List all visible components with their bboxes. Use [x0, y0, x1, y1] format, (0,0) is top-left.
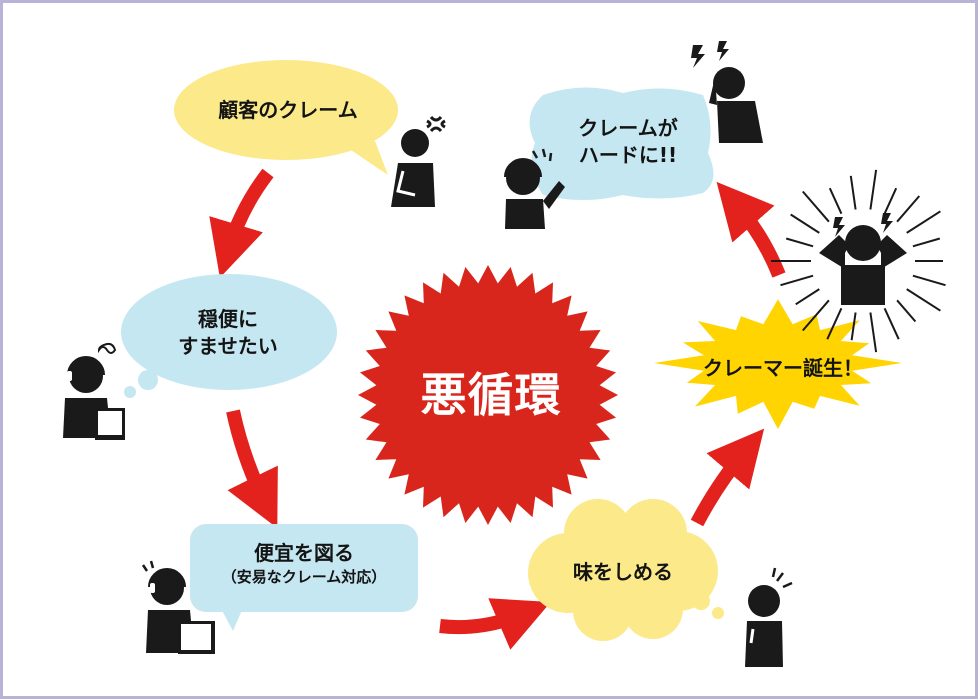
shock-lines-icon	[531, 148, 553, 162]
diagram-artwork	[63, 41, 946, 667]
step-sublabel-grant-favor: （安易なクレーム対応）	[221, 568, 387, 586]
worried-operator-figure	[63, 342, 125, 440]
step-label-claimer-born: クレーマー誕生！	[703, 356, 863, 380]
vicious-cycle-starburst	[358, 265, 618, 525]
shock-ray	[883, 307, 900, 340]
shock-ray	[906, 288, 941, 312]
shock-ray	[802, 299, 830, 332]
shock-ray	[906, 210, 941, 234]
shock-ray	[849, 175, 857, 210]
shock-lines-icon	[771, 169, 946, 353]
arrow-2-to-3	[226, 409, 278, 529]
shock-ray	[795, 288, 820, 306]
arrow-5-to-6	[716, 181, 786, 278]
bubble-customer-complaint	[174, 60, 398, 175]
screaming-claimer-figure	[771, 169, 946, 353]
bubble-take-advantage	[528, 499, 724, 641]
headset-icon	[150, 583, 155, 593]
bubble-harder-complaints	[529, 87, 714, 200]
step-label-harder-complaints: クレームが ハードに!!	[578, 116, 678, 167]
arrow-4-to-5	[690, 428, 765, 527]
cycle-arrows	[209, 168, 786, 650]
arrow-1-to-2	[209, 168, 274, 278]
angry-mark-icon	[426, 115, 446, 133]
shock-ray	[912, 274, 946, 287]
shock-ray	[896, 195, 921, 223]
step-label-grant-favor: 便宜を図る （安易なクレーム対応）	[190, 540, 418, 587]
step-label-want-to-settle: 穏便に すませたい	[178, 307, 278, 358]
shock-ray	[790, 213, 820, 234]
shock-ray	[826, 307, 843, 340]
shock-ray	[780, 274, 814, 287]
smug-person-figure	[745, 567, 793, 667]
shock-ray	[869, 312, 878, 353]
angry-customer-figure	[391, 115, 446, 207]
step-label-customer-complaint: 顧客のクレーム	[218, 98, 358, 122]
bubble-want-to-settle	[121, 274, 337, 398]
operator-figure	[141, 560, 215, 654]
arrow-3-to-4	[439, 598, 551, 650]
shock-ray	[828, 187, 843, 215]
bubble-grant-favor	[190, 524, 418, 631]
shock-ray	[850, 312, 857, 341]
headset-icon	[67, 371, 72, 381]
shock-ray	[869, 169, 878, 210]
angry-caller-figure	[691, 41, 763, 143]
shock-ray	[802, 190, 830, 223]
lightning-icon	[691, 41, 729, 68]
shock-lines-icon	[771, 567, 793, 589]
shock-ray	[883, 187, 898, 215]
explosion-claimer-born	[654, 299, 902, 429]
step-label-take-advantage: 味をしめる	[573, 560, 673, 584]
shock-ray	[785, 237, 814, 248]
center-label: 悪循環	[420, 368, 562, 422]
sweat-mark-icon	[141, 560, 155, 572]
shock-ray	[896, 299, 917, 323]
stressed-operator-figure	[504, 148, 565, 229]
shock-ray	[912, 237, 941, 248]
scribble-worry-icon	[97, 342, 117, 354]
lightning-icon	[833, 213, 893, 237]
